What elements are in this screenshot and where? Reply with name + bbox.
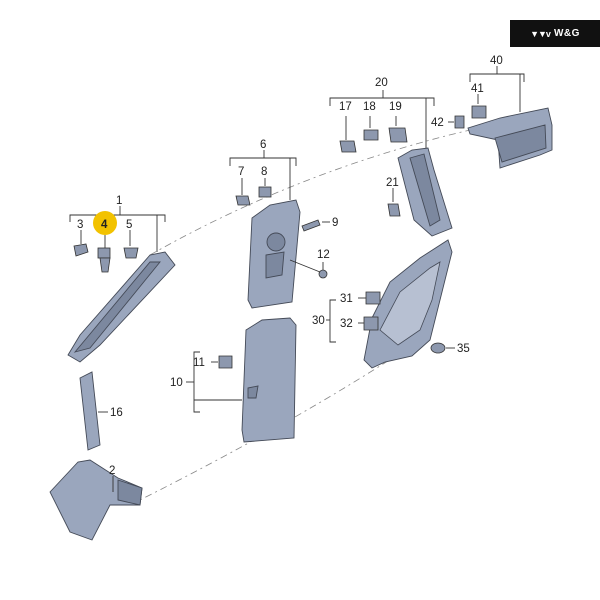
clip-31 (358, 291, 381, 305)
callout-17: 17 (339, 101, 352, 113)
clip-3 (73, 230, 89, 257)
callout-18: 18 (363, 101, 376, 113)
brand-logo: ▼▼v W&G (510, 20, 600, 47)
upper-b-pillar-trim (247, 199, 301, 309)
clip-42 (448, 115, 465, 129)
door-seal-strip (79, 371, 101, 451)
callout-16: 16 (110, 407, 123, 419)
fastener-4 (97, 235, 111, 273)
brand-logo-mark: ▼▼v (530, 28, 551, 39)
c-pillar-trim (397, 147, 453, 237)
clip-18 (363, 116, 379, 141)
callout-19: 19 (389, 101, 402, 113)
callout-bracket-20 (329, 90, 435, 148)
callout-1: 1 (116, 195, 122, 207)
clip-21 (387, 188, 401, 217)
callout-3: 3 (77, 219, 83, 231)
screw-12 (289, 259, 328, 279)
plug-35 (430, 342, 455, 354)
highlight-marker (93, 211, 117, 235)
callout-35: 35 (457, 343, 470, 355)
callout-bracket-10 (186, 351, 242, 413)
callout-4: 4 (101, 219, 108, 231)
rear-upper-trim (467, 107, 553, 169)
callout-42: 42 (431, 117, 444, 129)
callout-2: 2 (109, 465, 115, 477)
clip-17 (339, 116, 357, 153)
clip-5 (123, 230, 139, 259)
brand-logo-text: W&G (553, 28, 580, 39)
callout-bracket-6 (229, 150, 297, 200)
clip-11 (211, 355, 233, 369)
callout-bracket-30 (326, 299, 336, 343)
callout-32: 32 (340, 318, 353, 330)
clip-32 (358, 316, 379, 331)
callout-12: 12 (317, 249, 330, 261)
clip-7 (235, 178, 251, 206)
callout-10: 10 (170, 377, 183, 389)
screw-9 (301, 219, 330, 232)
lower-a-pillar-trim (49, 459, 143, 541)
callout-5: 5 (126, 219, 132, 231)
callout-40: 40 (490, 55, 503, 67)
clip-19 (388, 116, 408, 143)
guide-line-upper (149, 129, 471, 256)
a-pillar-trim (67, 251, 176, 363)
callout-9: 9 (332, 217, 338, 229)
callout-20: 20 (375, 77, 388, 89)
callout-bracket-40 (469, 66, 525, 112)
rear-side-trim (363, 239, 453, 369)
lower-b-pillar-trim (241, 317, 297, 443)
clip-8 (258, 178, 272, 198)
callout-8: 8 (261, 166, 267, 178)
callout-bracket-1 (69, 206, 166, 252)
callout-30: 30 (312, 315, 325, 327)
callout-21: 21 (386, 177, 399, 189)
callout-6: 6 (260, 139, 266, 151)
callout-11: 11 (193, 357, 205, 369)
callout-31: 31 (340, 293, 353, 305)
clip-41 (471, 94, 487, 119)
callout-7: 7 (238, 166, 244, 178)
callout-41: 41 (471, 83, 484, 95)
